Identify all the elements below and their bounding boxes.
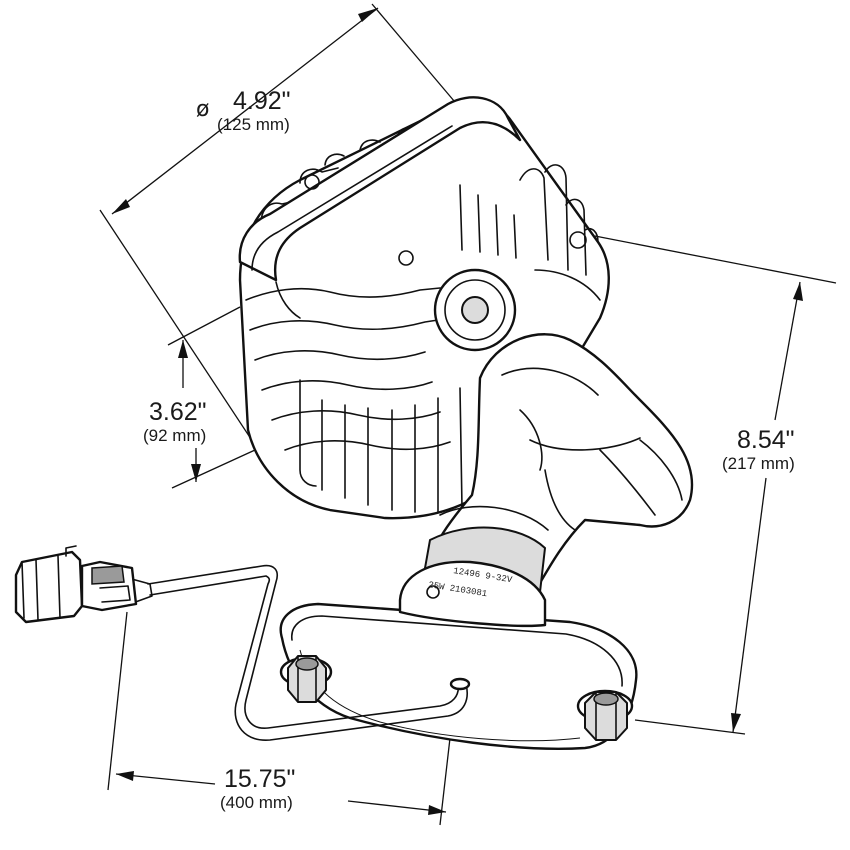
diameter-mm: (125 mm) xyxy=(217,115,290,134)
depth-mm: (92 mm) xyxy=(143,426,206,445)
dimension-height: 8.54" (217 mm) xyxy=(722,426,795,473)
dimension-depth: 3.62" (92 mm) xyxy=(143,398,207,445)
dimension-cable: 15.75" (400 mm) xyxy=(220,765,295,812)
base-plate: 12496 9-32V 25W 2103081 xyxy=(279,560,638,750)
diameter-symbol: ø xyxy=(196,97,209,122)
dimension-lines xyxy=(99,3,837,826)
deutsch-connector xyxy=(14,545,138,624)
depth-inches: 3.62" xyxy=(149,398,207,426)
power-cable xyxy=(127,564,471,741)
height-mm: (217 mm) xyxy=(722,454,795,473)
hex-nut-right xyxy=(576,689,634,741)
cable-inches: 15.75" xyxy=(224,765,295,793)
diameter-inches: 4.92" xyxy=(233,87,291,115)
height-inches: 8.54" xyxy=(737,426,795,454)
cable-mm: (400 mm) xyxy=(220,793,293,812)
dimension-diameter: ø 4.92" (125 mm) xyxy=(196,87,291,134)
hex-nut-left xyxy=(279,655,333,703)
